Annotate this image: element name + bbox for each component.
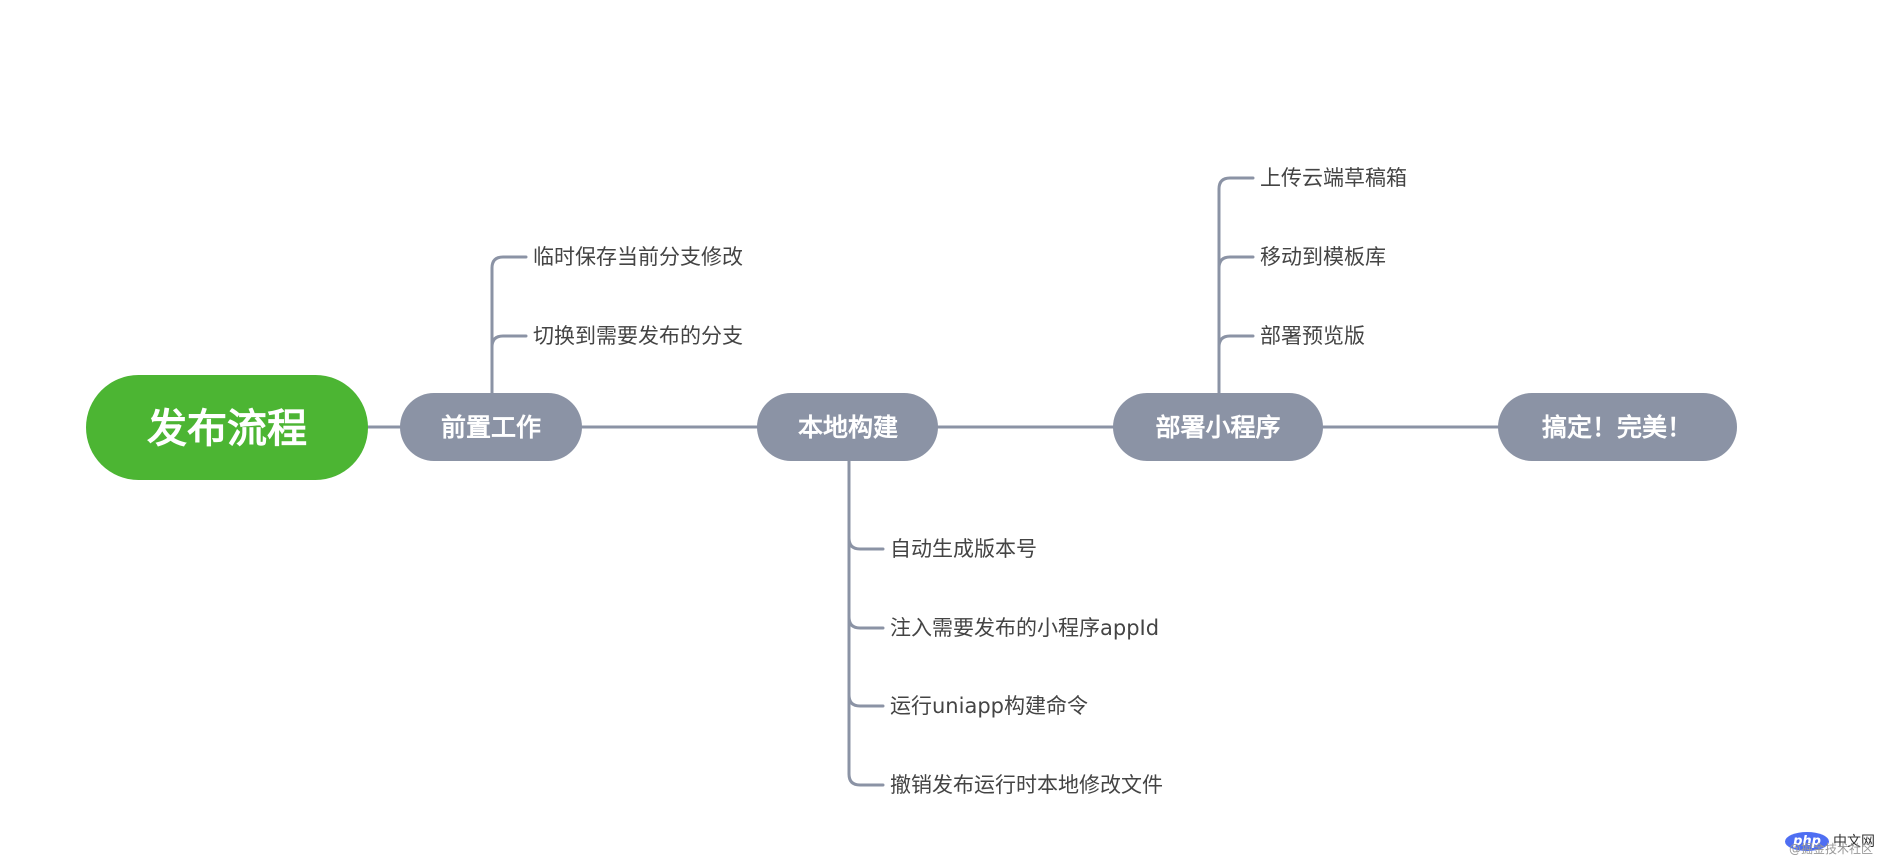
stage-node-2-label: 本地构建 (798, 413, 898, 442)
leaf-stage-2-item-1[interactable]: 自动生成版本号 (890, 537, 1037, 561)
branch-stage-3-leaf-3 (1217, 334, 1255, 349)
stage-2-leaves: 自动生成版本号 注入需要发布的小程序appId 运行uniapp构建命令 撤销发… (890, 537, 1163, 797)
stage-node-2-shape (757, 393, 938, 461)
leaf-stage-2-item-2[interactable]: 注入需要发布的小程序appId (890, 616, 1159, 640)
stage-node-1-label: 前置工作 (441, 413, 541, 442)
leaf-stage-3-item-1[interactable]: 上传云端草稿箱 (1260, 166, 1407, 190)
branch-stage-2-leaf-1 (847, 536, 885, 551)
stage-node-4-shape (1498, 393, 1737, 461)
stage-3-leaves: 上传云端草稿箱 移动到模板库 部署预览版 (1260, 166, 1407, 348)
stage-node-3-label: 部署小程序 (1155, 413, 1280, 442)
branch-stage-2-leaf-3 (847, 693, 885, 708)
stage-node-2[interactable]: 本地构建 (757, 393, 938, 461)
watermark-handle: @掘金技术社区 (1788, 842, 1873, 856)
leaf-stage-1-item-1[interactable]: 临时保存当前分支修改 (533, 245, 743, 269)
root-node-shape (86, 375, 368, 480)
stage-node-4-label: 搞定！完美！ (1542, 413, 1692, 442)
watermark-site: 中文网 (1833, 834, 1875, 850)
leaf-stage-3-item-2[interactable]: 移动到模板库 (1260, 245, 1386, 269)
watermark-logo: php (1785, 831, 1829, 851)
stage-node-1-shape (400, 393, 582, 461)
root-node[interactable]: 发布流程 (86, 375, 368, 480)
branch-stage-3-trunk (1217, 176, 1255, 395)
leaf-stage-2-item-3[interactable]: 运行uniapp构建命令 (890, 694, 1088, 718)
stage-node-3[interactable]: 部署小程序 (1113, 393, 1323, 461)
stage-node-1[interactable]: 前置工作 (400, 393, 582, 461)
stage-node-4[interactable]: 搞定！完美！ (1498, 393, 1737, 461)
stage-1-leaves: 临时保存当前分支修改 切换到需要发布的分支 (533, 245, 743, 348)
branch-connectors (490, 176, 1255, 787)
leaf-stage-2-item-4[interactable]: 撤销发布运行时本地修改文件 (890, 773, 1163, 797)
leaf-stage-3-item-3[interactable]: 部署预览版 (1260, 324, 1365, 348)
stage-node-3-shape (1113, 393, 1323, 461)
branch-stage-1-trunk (490, 255, 528, 395)
branch-stage-3-leaf-2 (1217, 255, 1255, 270)
leaf-stage-1-item-2[interactable]: 切换到需要发布的分支 (533, 324, 743, 348)
branch-stage-1-leaf-2 (490, 334, 528, 349)
root-node-label: 发布流程 (147, 406, 307, 452)
branch-stage-2-leaf-2 (847, 615, 885, 630)
branch-stage-2-trunk (847, 459, 885, 787)
watermark: php 中文网 @掘金技术社区 (1785, 831, 1875, 856)
